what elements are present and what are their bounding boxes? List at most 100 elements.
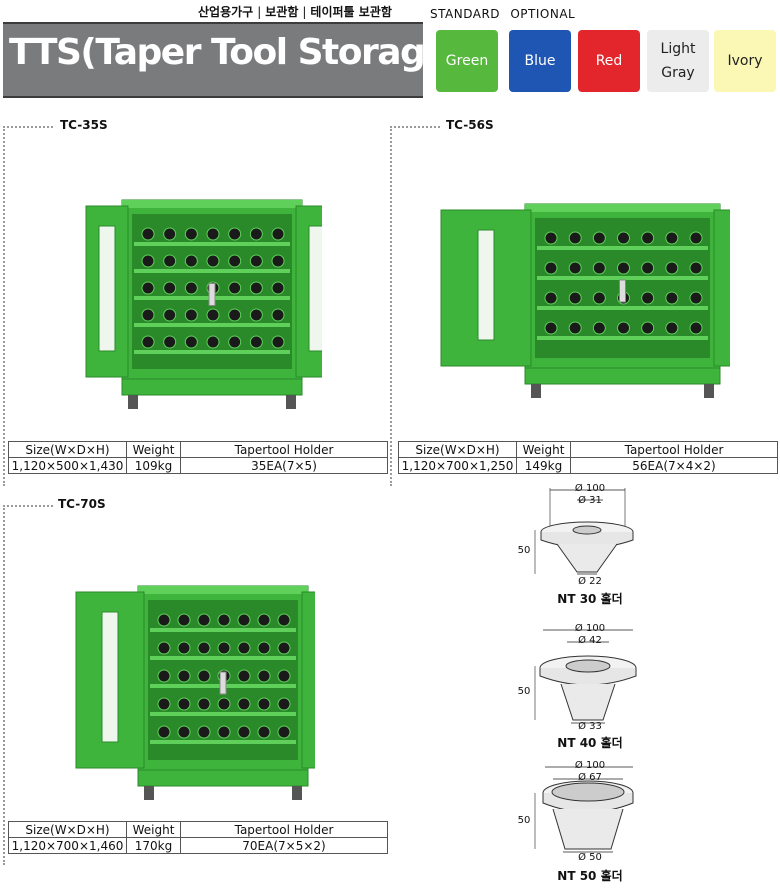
holder-suffix: 홀더 xyxy=(600,736,623,750)
holder-diagram-nt40: Ø 100 Ø 42 Ø 33 50 NT 40 홀더 xyxy=(515,620,665,750)
cabinet-shelf xyxy=(150,740,296,744)
header-holder: Tapertool Holder xyxy=(180,441,388,458)
tool-holder-slot xyxy=(544,321,558,335)
tool-holder-slot xyxy=(568,231,582,245)
section-divider xyxy=(3,505,53,507)
standard-label: STANDARD xyxy=(430,7,501,21)
cell-weight: 109kg xyxy=(126,457,181,474)
tool-holder-slot xyxy=(665,261,679,275)
tool-holder-slot xyxy=(228,254,242,268)
cell-weight: 149kg xyxy=(516,457,571,474)
color-swatch-ivory: Ivory xyxy=(714,30,776,92)
dim-bottom: Ø 50 xyxy=(578,852,602,863)
tool-holder-slot xyxy=(163,281,177,295)
tool-holder-slot xyxy=(228,335,242,349)
table-row: 1,120×500×1,430 109kg 35EA(7×5) xyxy=(8,457,388,474)
swatch-label: Red xyxy=(595,53,623,69)
tool-holder-slot xyxy=(228,281,242,295)
tool-holder-slot xyxy=(257,669,271,683)
tool-holder-slot xyxy=(271,254,285,268)
dim-top-outer: Ø 100 xyxy=(574,483,606,494)
cabinet-foot xyxy=(286,395,296,409)
section-divider xyxy=(3,126,53,128)
tool-holder-slot xyxy=(206,227,220,241)
cabinet-top xyxy=(122,200,302,208)
tool-holder-slot xyxy=(689,231,703,245)
tool-holder-slot xyxy=(689,261,703,275)
model-name-tc70s: TC-70S xyxy=(58,497,106,511)
tool-holder-slot xyxy=(184,308,198,322)
tool-holder-slot xyxy=(157,613,171,627)
tool-holder-slot xyxy=(249,227,263,241)
dim-bottom: Ø 22 xyxy=(578,576,602,587)
cabinet-shelf xyxy=(134,350,290,354)
spec-table-tc70s: Size(W×D×H) Weight Tapertool Holder 1,12… xyxy=(8,821,388,854)
table-header-row: Size(W×D×H) Weight Tapertool Holder xyxy=(8,821,388,838)
tool-holder-slot xyxy=(641,291,655,305)
tool-holder-slot xyxy=(271,335,285,349)
tool-holder-slot xyxy=(177,641,191,655)
cabinet-shelf xyxy=(134,242,290,246)
model-name-tc35s: TC-35S xyxy=(60,118,108,132)
tool-holder-slot xyxy=(641,321,655,335)
category-level-3: 테이퍼툴 보관함 xyxy=(310,5,392,19)
tool-holder-slot xyxy=(271,308,285,322)
color-option-header: STANDARD OPTIONAL xyxy=(430,7,581,21)
category-separator: | xyxy=(257,5,262,19)
tool-holder-slot xyxy=(163,308,177,322)
tool-holder-slot xyxy=(184,254,198,268)
holder-drawing-nt40 xyxy=(534,629,637,724)
tool-holder-slot xyxy=(163,254,177,268)
cabinet-image-tc70s xyxy=(75,585,315,800)
tool-holder-slot xyxy=(177,669,191,683)
tool-holder-slot xyxy=(617,261,630,275)
tool-holder-slot xyxy=(237,613,251,627)
tool-holder-slot xyxy=(177,725,191,739)
tool-holder-slot xyxy=(617,231,630,245)
tool-holder-slot xyxy=(689,321,703,335)
tool-holder-slot xyxy=(184,227,198,241)
tool-holder-slot xyxy=(141,308,155,322)
cabinet-shelf xyxy=(537,306,708,310)
door-handle xyxy=(208,283,216,306)
dim-top-inner: Ø 31 xyxy=(578,495,602,506)
tool-holder-slot xyxy=(141,227,155,241)
dim-height: 50 xyxy=(517,815,531,826)
tool-holder-slot xyxy=(257,697,271,711)
holder-model: NT 40 xyxy=(557,736,597,750)
tool-holder-slot xyxy=(271,227,285,241)
cabinet-shelf xyxy=(150,628,296,632)
tool-holder-slot xyxy=(592,261,606,275)
header-weight: Weight xyxy=(516,441,571,458)
cabinet-top xyxy=(138,586,308,594)
tool-holder-slot xyxy=(249,308,263,322)
cabinet-shelf xyxy=(134,323,290,327)
tool-holder-slot xyxy=(177,613,191,627)
cell-size: 1,120×700×1,250 xyxy=(398,457,517,474)
color-swatch-red: Red xyxy=(578,30,640,92)
tool-holder-slot xyxy=(217,613,231,627)
cell-holder: 56EA(7×4×2) xyxy=(570,457,778,474)
tool-holder-slot xyxy=(163,335,177,349)
tool-holder-slot xyxy=(277,613,291,627)
tool-holder-slot xyxy=(689,291,703,305)
cabinet-base xyxy=(121,378,303,396)
cell-weight: 170kg xyxy=(126,837,181,854)
model-name-tc56s: TC-56S xyxy=(446,118,494,132)
cabinet-shelf xyxy=(150,712,296,716)
tool-holder-slot xyxy=(228,308,242,322)
door-window xyxy=(308,225,322,352)
tool-holder-slot xyxy=(157,641,171,655)
tool-holder-slot xyxy=(228,227,242,241)
header-holder: Tapertool Holder xyxy=(570,441,778,458)
dim-bottom: Ø 33 xyxy=(578,721,602,732)
tool-holder-slot xyxy=(665,321,679,335)
tool-holder-slot xyxy=(237,641,251,655)
table-header-row: Size(W×D×H) Weight Tapertool Holder xyxy=(398,441,778,458)
door-window xyxy=(98,225,116,352)
tool-holder-slot xyxy=(544,231,558,245)
color-swatch-blue: Blue xyxy=(509,30,571,92)
cabinet-top xyxy=(525,204,720,212)
tool-holder-slot xyxy=(237,697,251,711)
header-size: Size(W×D×H) xyxy=(398,441,517,458)
